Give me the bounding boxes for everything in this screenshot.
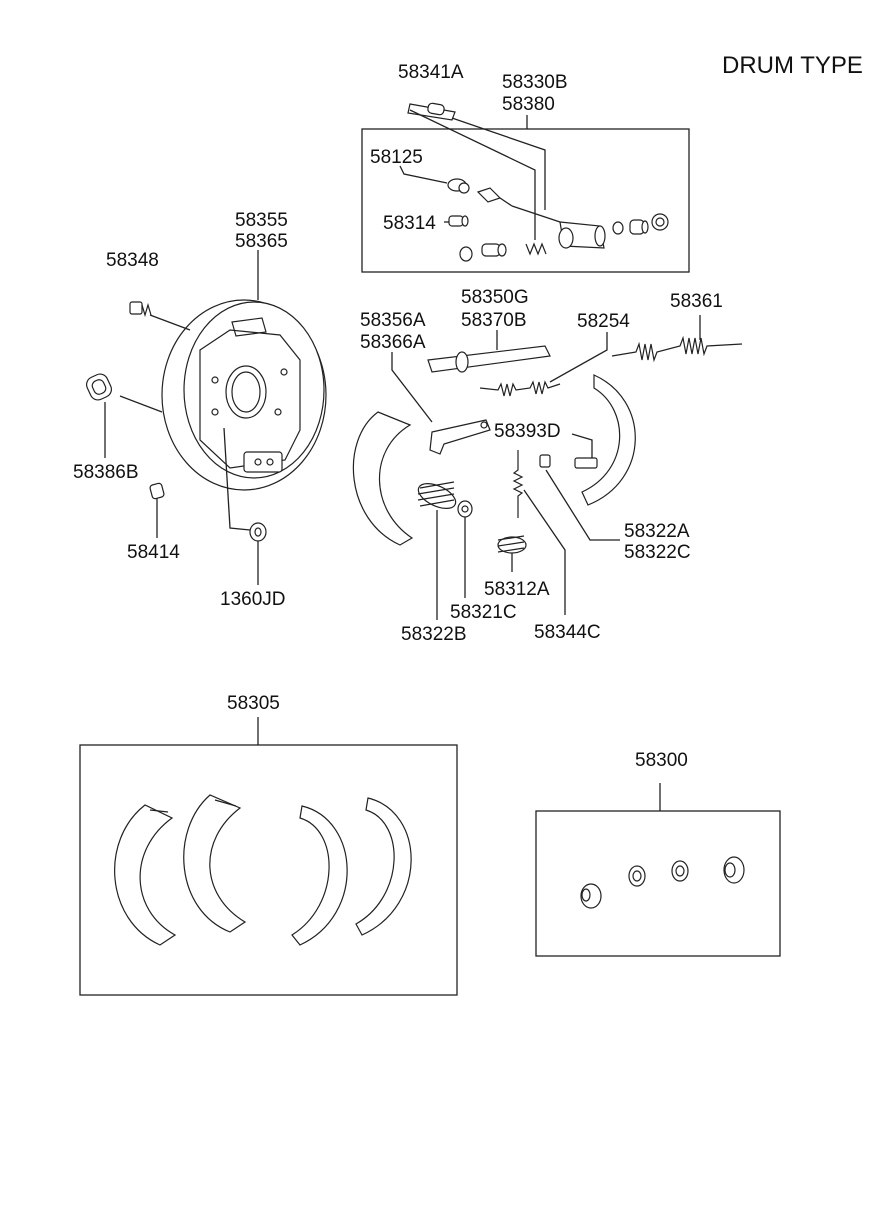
leader-58322A — [545, 469, 620, 541]
leader-58330B — [451, 117, 546, 210]
part-58344C — [512, 450, 524, 518]
label-58322B: 58322B — [401, 624, 467, 645]
label-58321C: 58321C — [450, 602, 517, 623]
label-58300: 58300 — [635, 750, 688, 771]
part-right-shoe — [574, 374, 636, 506]
label-58314: 58314 — [383, 213, 436, 234]
label-58366A: 58366A — [360, 332, 426, 353]
diagram-title: DRUM TYPE — [722, 52, 863, 79]
part-58341A — [407, 102, 456, 121]
label-58393D: 58393D — [494, 421, 561, 442]
part-backing-plate — [161, 299, 327, 491]
label-58305: 58305 — [227, 693, 280, 714]
label-58330B: 58330B — [502, 72, 568, 93]
brake-shoe-kit-box — [79, 744, 458, 996]
leader-58341A — [409, 109, 536, 240]
label-58370B: 58370B — [461, 310, 527, 331]
part-58386B — [85, 373, 113, 401]
label-58341A: 58341A — [398, 62, 464, 83]
label-58125: 58125 — [370, 147, 423, 168]
label-58355: 58355 — [235, 210, 288, 231]
part-58312A — [497, 535, 527, 554]
part-58314 — [448, 215, 469, 227]
part-bleeder — [476, 187, 561, 223]
leader-58386B-2 — [119, 395, 163, 413]
kit-cup-1 — [580, 883, 602, 909]
leader-58125 — [399, 165, 448, 184]
label-58254: 58254 — [577, 311, 630, 332]
part-58125 — [447, 178, 470, 194]
kit-shoe-1 — [114, 804, 177, 946]
leader-58344C — [523, 489, 566, 615]
part-58356A — [429, 419, 491, 455]
label-58356A: 58356A — [360, 310, 426, 331]
part-1360JD — [249, 522, 267, 542]
leader-58348 — [149, 314, 191, 331]
label-58380: 58380 — [502, 94, 555, 115]
label-58350G: 58350G — [461, 287, 529, 308]
part-58322B — [417, 481, 457, 509]
label-58322C: 58322C — [624, 542, 691, 563]
kit-shoe-4 — [355, 797, 412, 936]
label-58365: 58365 — [235, 231, 288, 252]
leader-58254 — [549, 332, 608, 383]
leader-58356A — [391, 352, 433, 423]
label-58322A: 58322A — [624, 521, 690, 542]
part-58350G — [427, 345, 551, 373]
cylinder-small-parts-left — [459, 242, 547, 262]
label-1360JD: 1360JD — [220, 589, 286, 610]
part-58254 — [479, 380, 561, 397]
cylinder-small-parts-right — [612, 213, 669, 235]
label-58386B: 58386B — [73, 462, 139, 483]
part-58322A — [539, 454, 551, 468]
part-58348 — [129, 301, 152, 318]
label-58344C: 58344C — [534, 622, 601, 643]
leader-58393D — [571, 433, 593, 458]
kit-cup-4 — [723, 856, 745, 884]
kit-shoe-3 — [291, 805, 348, 946]
label-58348: 58348 — [106, 250, 159, 271]
wheel-cylinder-kit-box — [535, 810, 781, 957]
kit-cup-3 — [671, 860, 689, 882]
wheel-cylinder-box — [361, 128, 690, 273]
kit-shoe-2 — [183, 794, 247, 933]
wheel-cylinder-body — [558, 221, 606, 249]
kit-cup-2 — [628, 865, 646, 887]
part-58414 — [149, 482, 165, 500]
label-58414: 58414 — [127, 542, 180, 563]
part-58361 — [611, 335, 743, 363]
label-58312A: 58312A — [484, 579, 550, 600]
leader-1360JD — [223, 427, 251, 531]
part-left-shoe — [352, 411, 414, 546]
part-58321C — [457, 500, 473, 518]
label-58361: 58361 — [670, 291, 723, 312]
